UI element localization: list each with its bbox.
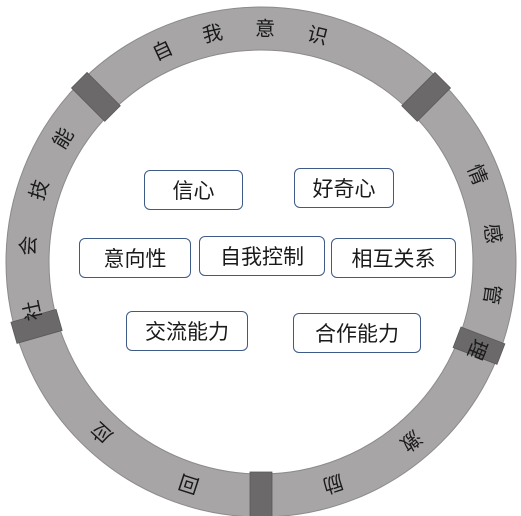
- ring-separator: [401, 71, 452, 122]
- ring-label-char: 我: [200, 20, 225, 48]
- ring-separator: [70, 71, 121, 122]
- item-label: 意向性: [103, 247, 167, 271]
- ring-band: [5, 6, 517, 516]
- item-label: 好奇心: [312, 177, 376, 201]
- item-box-curiosity: 好奇心: [294, 168, 394, 208]
- outer-ring: [5, 6, 517, 516]
- ring-label-char: 社: [19, 298, 47, 323]
- item-label: 合作能力: [315, 322, 399, 346]
- ring-separator: [10, 308, 63, 344]
- item-label: 信心: [172, 179, 215, 203]
- item-label: 相互关系: [351, 247, 436, 271]
- item-box-relationships: 相互关系: [331, 238, 456, 278]
- item-box-self-control: 自我控制: [199, 236, 325, 276]
- item-box-communication: 交流能力: [126, 311, 248, 351]
- ring-separator: [249, 471, 273, 516]
- ring-label-char: 管: [479, 283, 506, 306]
- ring-label-char: 会: [15, 235, 40, 257]
- ring-label-char: 意: [255, 16, 275, 40]
- item-box-confidence: 信心: [144, 170, 243, 210]
- item-label: 自我控制: [220, 245, 304, 269]
- item-label: 交流能力: [145, 320, 229, 344]
- item-box-cooperation: 合作能力: [293, 313, 421, 353]
- ring-separator: [452, 326, 506, 365]
- ring-label-char: 感: [480, 222, 506, 245]
- ring-separators: [10, 71, 506, 516]
- item-box-intentionality: 意向性: [79, 238, 191, 278]
